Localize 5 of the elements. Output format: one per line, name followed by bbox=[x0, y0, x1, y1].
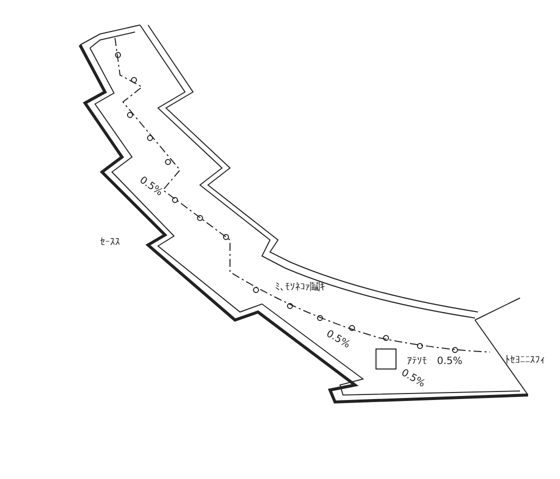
slope-label: 0.5% bbox=[437, 357, 462, 367]
area-label: ｱﾃｿﾓ bbox=[407, 357, 427, 367]
area-label: ﾐ､ﾓｿﾈｺｧ鬮ｷ bbox=[275, 283, 325, 293]
area-label: ﾄｾﾖﾆﾆｽﾌｨ bbox=[505, 356, 545, 366]
area-label: ｾｰｽｽ bbox=[100, 238, 120, 248]
